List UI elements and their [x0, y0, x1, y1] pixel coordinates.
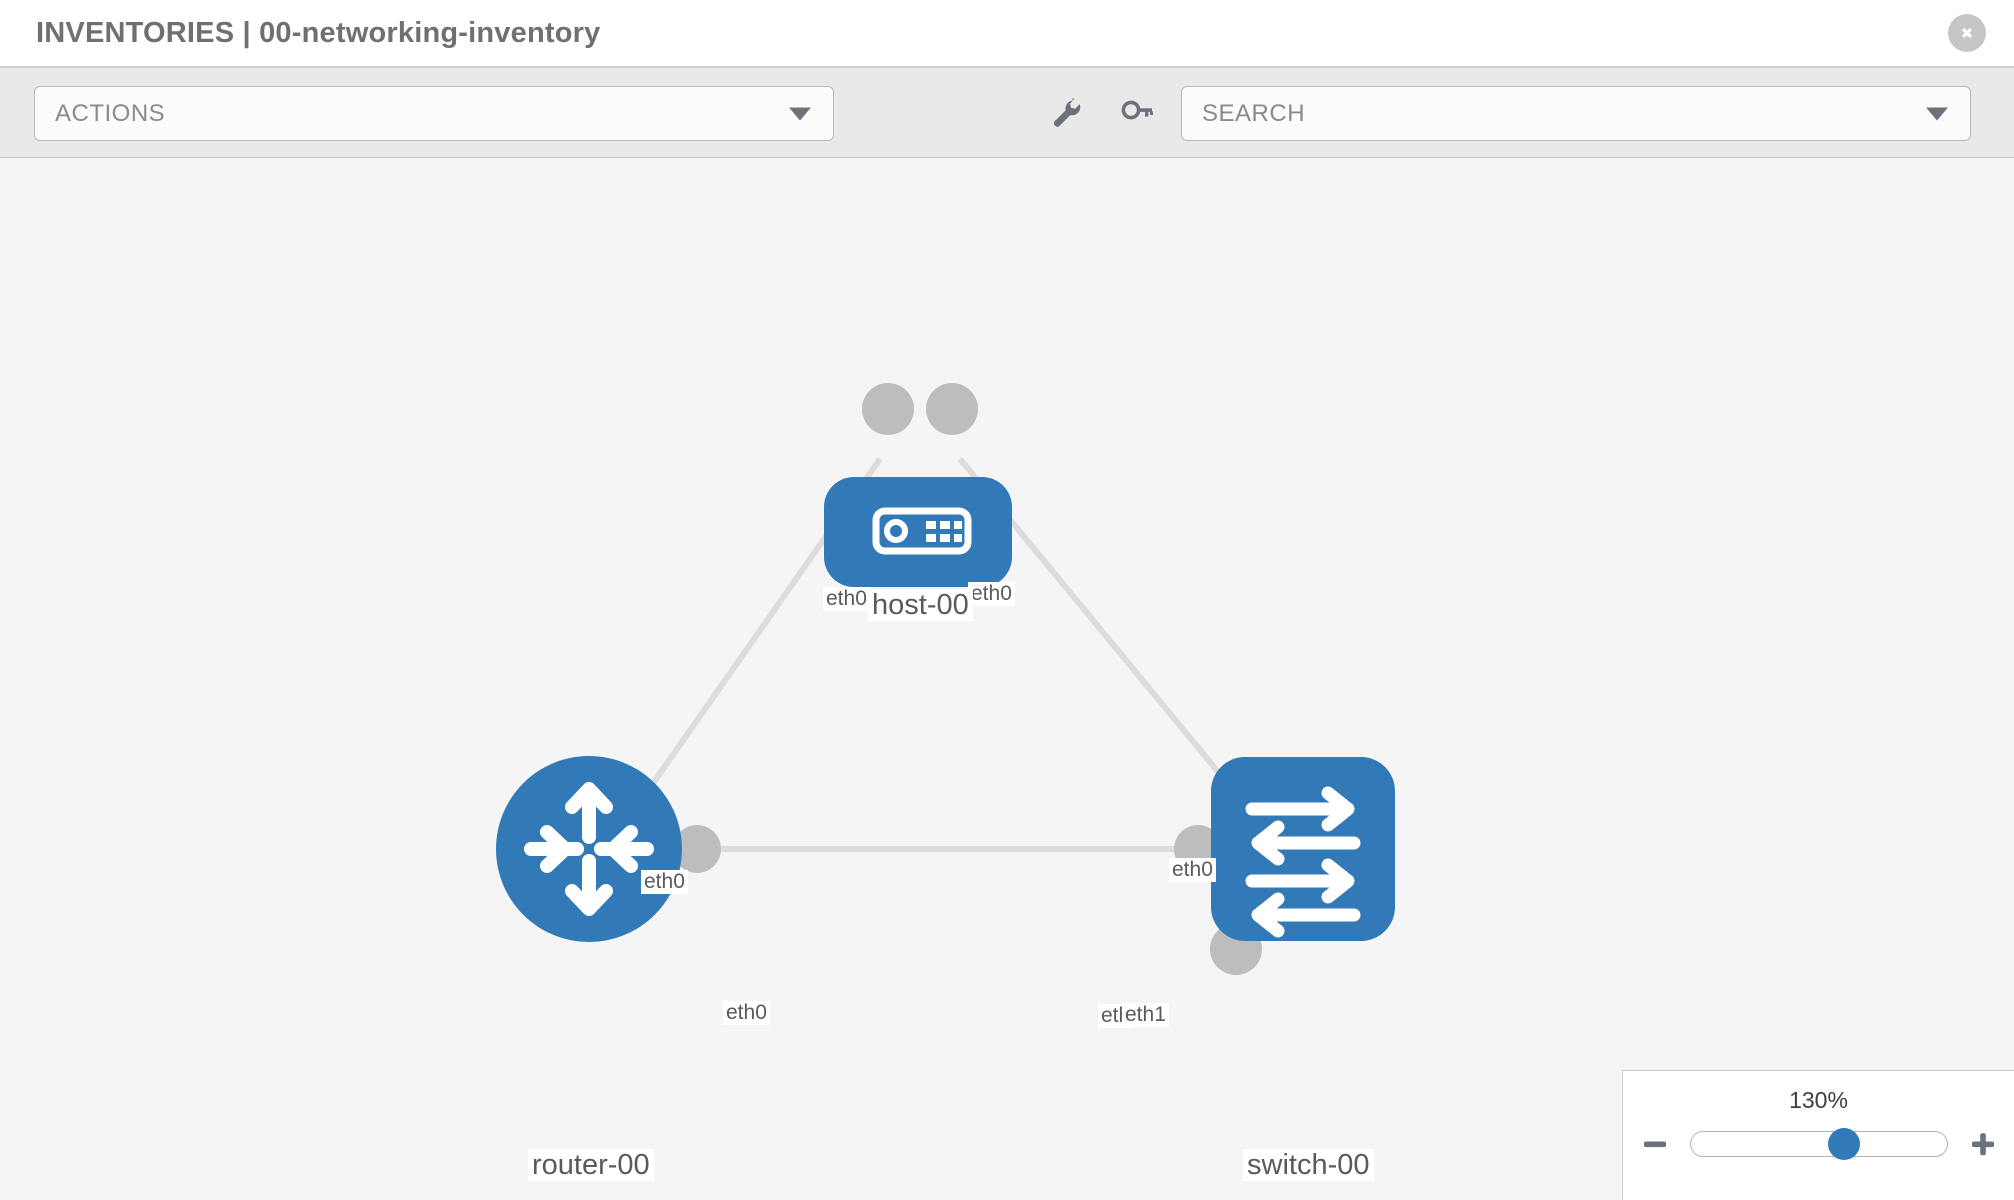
zoom-in-button[interactable] — [1966, 1127, 2000, 1161]
page-title: INVENTORIES | 00-networking-inventory — [36, 16, 601, 49]
link-iface-label: eth0 — [723, 1001, 770, 1026]
zoom-level-label: 130% — [1789, 1087, 1848, 1113]
topology-node-host-00 — [824, 477, 1012, 587]
link-iface-label: eth0 — [823, 587, 870, 612]
actions-dropdown[interactable]: ACTIONS — [34, 86, 834, 141]
search-placeholder: SEARCH — [1202, 99, 1306, 127]
wrench-icon[interactable] — [1043, 90, 1089, 136]
page-header: INVENTORIES | 00-networking-inventory — [0, 0, 2014, 68]
chevron-down-icon — [789, 107, 811, 120]
actions-dropdown-label: ACTIONS — [55, 99, 166, 127]
node-label-switch-00: switch-00 — [1243, 1149, 1374, 1182]
topology-node-router-00 — [496, 756, 682, 942]
toolbar: ACTIONS SEARCH — [0, 68, 2014, 158]
link-iface-label: eth0 — [1169, 858, 1216, 883]
chevron-down-icon[interactable] — [1926, 107, 1948, 120]
node-label-router-00: router-00 — [528, 1149, 654, 1182]
link-iface-label: eth0 — [968, 582, 1015, 607]
link-iface-label: eth0 — [641, 870, 688, 895]
zoom-slider[interactable] — [1689, 1128, 1948, 1160]
topology-node-switch-00 — [1211, 757, 1395, 941]
key-icon[interactable] — [1113, 90, 1159, 136]
zoom-out-button[interactable] — [1638, 1127, 1672, 1161]
search-input[interactable]: SEARCH — [1181, 86, 1971, 141]
node-label-host-00: host-00 — [868, 589, 973, 622]
topology-graph: eth0 eth0 eth0 eth0 eth0 eth eth1 host-0… — [0, 159, 2014, 1200]
zoom-control-panel: 130% — [1622, 1070, 2014, 1200]
link-iface-label: eth1 — [1122, 1003, 1169, 1028]
topology-canvas[interactable]: eth0 eth0 eth0 eth0 eth0 eth eth1 host-0… — [0, 159, 2014, 1200]
close-icon[interactable] — [1948, 14, 1986, 52]
zoom-slider-thumb[interactable] — [1828, 1128, 1861, 1160]
